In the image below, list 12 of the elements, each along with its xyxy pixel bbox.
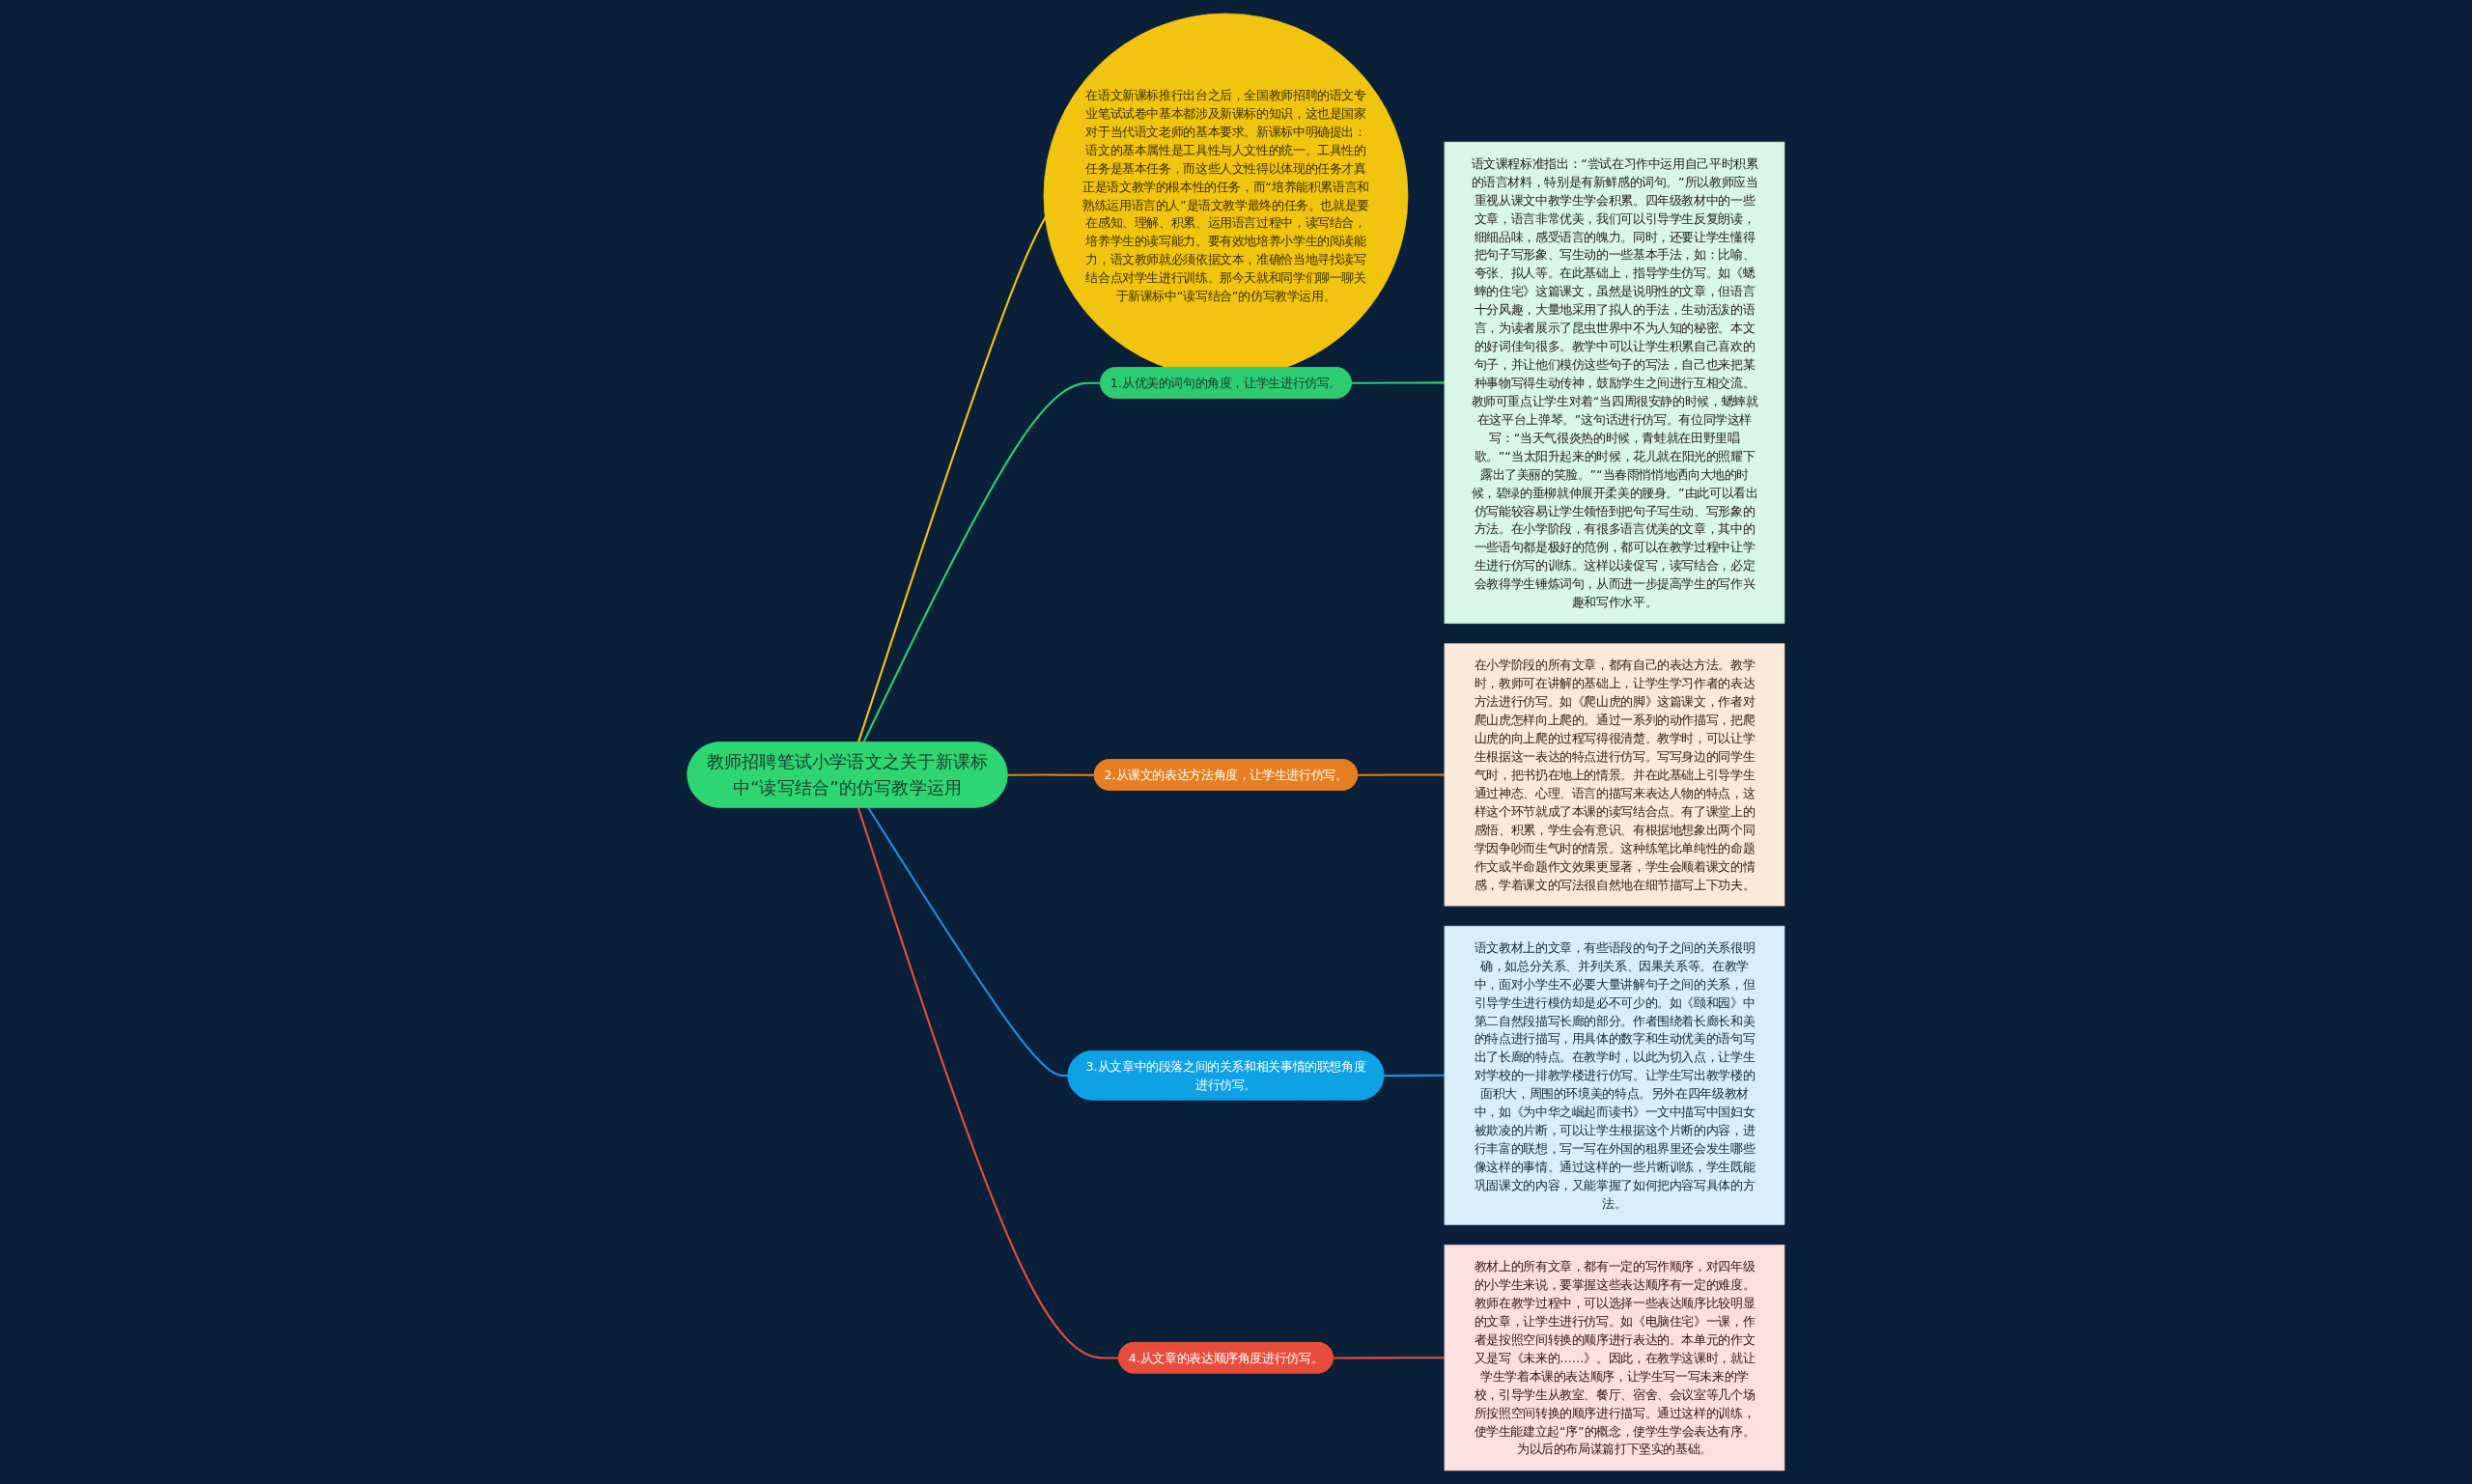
- node-box: 语文教材上的文章，有些语段的句子之间的关系很明确，如总分关系、并列关系、因果关系等。在教学中，面对小学生不必要大量讲解句子之间的关系，但引导学生进行模仿却是必不可少的。如《颐和园》中第二自然段描写长廊的部分。作者围绕着长廊长和美的特点进行描写，用具体的数字和生动优美的语句写出了长廊的特点。在教学时，以此为切入点，让学生对学校的一排教学楼进行仿写。让学生写出教学楼的面积大，周围的环境美的特点。另外在四年级教材中，如《为中华之崛起而读书》一文中描写中国妇女被欺凌的片断，可以让学生根据这个片断的内容，进行丰富的联想，写一写在外国的租界里还会发生哪些像这样的事情。通过这样的一些片断训练，学生既能巩固课文的内容，又能掌握了如何把内容写具体的方法。: [1444, 925, 1785, 1225]
- node-box: 教材上的所有文章，都有一定的写作顺序，对四年级的小学生来说，要掌握这些表达顺序有一定的难度。教师在教学过程中，可以选择一些表达顺序比较明显的文章，让学生进行仿写。如《电脑住宅》一课，作者是按照空间转换的顺序进行表达的。本单元的作文又是写《未来的……》。因此，在教学这课时，就让学生学着本课的表达顺序，让学生写一写未来的学校，引导学生从教室、餐厅、宿舍、会议室等几个场所按照空间转换的顺序进行描写。通过这样的训练，使学生能建立起“序”的概念，使学生学会表达有序。为以后的布局谋篇打下坚实的基础。: [1444, 1245, 1785, 1471]
- connector: [867, 806, 1069, 1078]
- connector: [857, 807, 1119, 1359]
- connector: [1358, 773, 1445, 776]
- connector: [862, 381, 1101, 743]
- node-box: 在小学阶段的所有文章，都有自己的表达方法。教学时，教师可在讲解的基础上，让学生学习作者的表达方法进行仿写。如《爬山虎的脚》这篇课文，作者对爬山虎怎样向上爬的。通过一系列的动作描写，把爬山虎的向上爬的过程写得很清楚。教学时，可以让学生根据这一表达的特点进行仿写。写写身边的同学生气时，把书扔在地上的情景。并在此基础上引导学生通过神态、心理、语言的描写来表达人物的特点，这样这个环节就成了本课的读写结合点。有了课堂上的感悟、积累，学生会有意识、有根据地想象出两个同学因争吵而生气时的情景。这种练笔比单纯性的命题作文或半命题作文效果更显著，学生会顺着课文的情感，学着课文的写法很自然地在细节描写上下功夫。: [1444, 643, 1785, 907]
- connector: [1384, 1074, 1445, 1078]
- connector: [1333, 1357, 1445, 1359]
- connector: [1007, 773, 1095, 776]
- node-box: 语文课程标准指出：“尝试在习作中运用自己平时积累的语言材料，特别是有新鲜感的词句。”所以教师应当重视从课文中教学生学会积累。四年级教材中的一些文章，语言非常优美，我们可以引导学生反复朗读，细细品味，感受语言的魄力。同时，还要让学生懂得把句子写形象、写生动的一些基本手法，如：比喻、夸张、拟人等。在此基础上，指导学生仿写。如《蟋蟀的住宅》这篇课文，虽然是说明性的文章，但语言十分风趣，大量地采用了拟人的手法，生动活泼的语言，为读者展示了昆虫世界中不为人知的秘密。本文的好词佳句很多。教学中可以让学生积累自己喜欢的句子，并让他们模仿这些句子的写法，自己也来把某种事物写得生动传神，鼓励学生之间进行互相交流。教师可重点让学生对着“当四周很安静的时候，蟋蟀就在这平台上弹琴。”这句话进行仿写。有位同学这样写：“当天气很炎热的时候，青蛙就在田野里唱歌。”“当太阳升起来的时候，花儿就在阳光的照耀下露出了美丽的笑脸。”“当春雨悄悄地洒向大地的时候，碧绿的垂柳就伸展开柔美的腰身。”由此可以看出仿写能较容易让学生领悟到把句子写生动、写形象的方法。在小学阶段，有很多语言优美的文章，其中的一些语句都是极好的范例，都可以在教学过程中让学生进行仿写的训练。这样以读促写，读写结合，必定会教得学生锤炼词句，从而进一步提高学生的写作兴趣和写作水平。: [1444, 141, 1785, 625]
- connector: [1351, 381, 1445, 384]
